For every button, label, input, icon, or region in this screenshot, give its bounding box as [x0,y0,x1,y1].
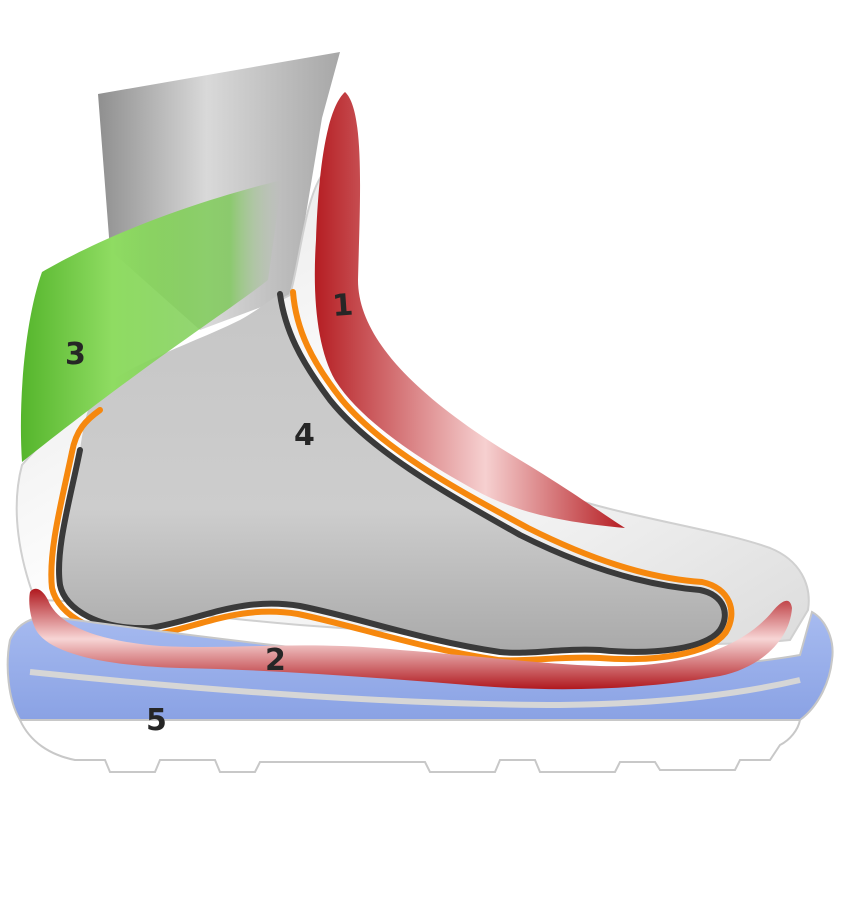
lining-orange [48,289,735,664]
label-4: 4 [294,418,315,453]
midsole-line [29,669,801,709]
label-3: 3 [65,337,86,372]
sole-padding-2 [29,588,792,690]
label-2: 2 [265,643,286,678]
ankle-band-3 [20,180,282,462]
upper-padding-1 [314,92,625,528]
outsole-tread [18,719,802,773]
label-1: 1 [331,288,354,324]
label-5: 5 [146,703,167,738]
foot [59,294,725,653]
